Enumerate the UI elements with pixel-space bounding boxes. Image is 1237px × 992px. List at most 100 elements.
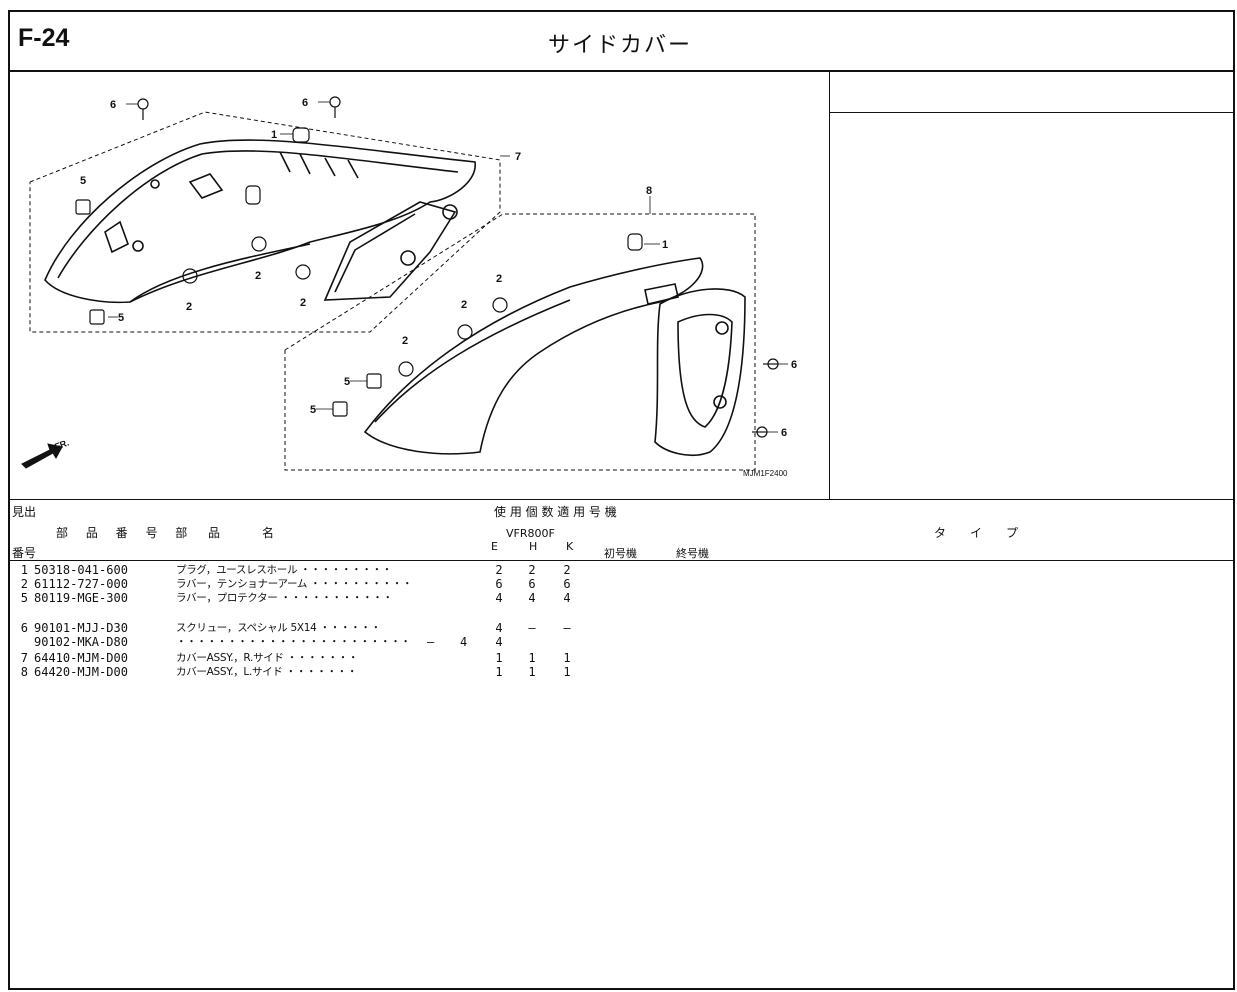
- callout-5d: 5: [310, 404, 316, 416]
- right-panel-rule-1: [830, 112, 1235, 113]
- rubber-part-2e: [492, 297, 508, 313]
- callout-6a: 6: [110, 99, 116, 111]
- row-qty-e: 4: [495, 621, 503, 635]
- table-header-rule: [8, 560, 1235, 561]
- row-qty-e: 2: [495, 563, 503, 577]
- header-model: VFR800F: [506, 527, 555, 540]
- row-qty-k: 1: [563, 651, 571, 665]
- rubber-part-2g: [398, 361, 414, 377]
- row-ref: 6: [20, 621, 28, 635]
- right-side-cover: [44, 139, 476, 304]
- row-qty-e: 4: [495, 635, 503, 649]
- rubber-part-2f: [457, 324, 473, 340]
- plug-part-1a: [292, 127, 310, 143]
- header-col-h: H: [529, 540, 538, 553]
- callout-6c: 6: [791, 359, 797, 371]
- row-qty-e: 1: [495, 651, 503, 665]
- diagram-code: MJM1F2400: [743, 469, 788, 478]
- row-qty-h: 2: [528, 563, 536, 577]
- screw-part-6a: [137, 98, 149, 120]
- row-extra-qty: 4: [460, 635, 468, 649]
- row-ref: 1: [20, 563, 28, 577]
- row-qty-k: 4: [563, 591, 571, 605]
- screw-part-6d: [752, 426, 768, 438]
- row-description: プラグ，ユースレスホール ・・・・・・・・・: [176, 564, 392, 576]
- header-usage: 使 用 個 数 適 用 号 機: [494, 505, 617, 519]
- screw-part-6c: [763, 358, 779, 370]
- row-qty-k: –: [563, 621, 571, 635]
- row-description: ラバー，テンショナーアーム ・・・・・・・・・・: [176, 578, 413, 590]
- row-qty-k: 6: [563, 577, 571, 591]
- callout-2b: 2: [186, 301, 192, 313]
- row-qty-h: 4: [528, 591, 536, 605]
- row-ref: 7: [20, 651, 28, 665]
- row-qty-h: 1: [528, 665, 536, 679]
- callout-2a: 2: [255, 270, 261, 282]
- row-qty-e: 4: [495, 591, 503, 605]
- header-divider: [8, 70, 1235, 72]
- row-description: カバーASSY.，R.サイド ・・・・・・・: [176, 652, 359, 664]
- header-col-k: K: [566, 540, 574, 553]
- header-midashi: 見出: [12, 505, 37, 519]
- row-qty-h: 1: [528, 651, 536, 665]
- row-part-number: 90101-MJJ-D30: [34, 621, 128, 635]
- header-last-frame: 終号機: [676, 547, 709, 560]
- header-mei: 名: [262, 526, 275, 540]
- parts-diagram: 6 6 1 7 5 5 2 2 2 8 1 2 2 2 5 5 6 6 FR. …: [21, 96, 797, 478]
- row-part-number: 64410-MJM-D00: [34, 651, 128, 665]
- rubber-part-2d: [295, 264, 311, 280]
- header-col-e: E: [491, 540, 498, 553]
- callout-8: 8: [646, 185, 652, 197]
- row-description: ・・・・・・・・・・・・・・・・・・・・・・・: [176, 636, 411, 648]
- callout-6b: 6: [302, 97, 308, 109]
- header-type: タ イ プ: [934, 526, 1019, 540]
- row-ref: 2: [20, 577, 28, 591]
- header-ban: 番号: [12, 546, 37, 560]
- callout-2d: 2: [496, 273, 502, 285]
- row-qty-h: 6: [528, 577, 536, 591]
- protector-part-5a: [75, 199, 91, 215]
- left-side-cover: [363, 257, 746, 457]
- header-part-number: 部 品 番 号 部: [56, 526, 195, 540]
- protector-part-5c: [366, 373, 382, 389]
- page-frame: [8, 10, 1235, 990]
- header-first-frame: 初号機: [604, 547, 637, 560]
- callout-2f: 2: [402, 335, 408, 347]
- row-ref: 8: [20, 665, 28, 679]
- page-code: F-24: [18, 24, 70, 52]
- row-qty-h: –: [528, 621, 536, 635]
- callout-2c: 2: [300, 297, 306, 309]
- front-arrow-icon: FR.: [21, 438, 70, 469]
- rubber-part-2c: [182, 268, 198, 284]
- callout-1a: 1: [271, 129, 277, 141]
- protector-part-5d: [332, 401, 348, 417]
- header-hin: 品: [208, 526, 221, 540]
- callout-7: 7: [515, 151, 521, 163]
- row-part-number: 80119-MGE-300: [34, 591, 128, 605]
- row-extra-dash: –: [427, 635, 435, 649]
- row-qty-k: 1: [563, 665, 571, 679]
- row-qty-e: 6: [495, 577, 503, 591]
- row-part-number: 61112-727-000: [34, 577, 128, 591]
- leader-lines: [108, 101, 788, 433]
- row-part-number: 64420-MJM-D00: [34, 665, 128, 679]
- callout-5b: 5: [118, 312, 124, 324]
- front-marker-label: FR.: [53, 438, 70, 452]
- left-cover-group-outline: [284, 213, 756, 471]
- row-part-number: 50318-041-600: [34, 563, 128, 577]
- row-description: カバーASSY.，L.サイド ・・・・・・・: [176, 666, 358, 678]
- rubber-part-2a: [245, 185, 261, 205]
- protector-part-5b: [89, 309, 105, 325]
- screw-part-6b: [329, 96, 341, 118]
- callout-6d: 6: [781, 427, 787, 439]
- plug-part-1b: [627, 233, 643, 251]
- row-qty-e: 1: [495, 665, 503, 679]
- row-qty-k: 2: [563, 563, 571, 577]
- rubber-part-2b: [251, 236, 267, 252]
- callout-2e: 2: [461, 299, 467, 311]
- row-part-number: 90102-MKA-D80: [34, 635, 128, 649]
- diagram-bottom-rule: [8, 499, 1235, 500]
- row-description: ラバー，プロテクター ・・・・・・・・・・・: [176, 592, 393, 604]
- callout-5c: 5: [344, 376, 350, 388]
- row-ref: 5: [20, 591, 28, 605]
